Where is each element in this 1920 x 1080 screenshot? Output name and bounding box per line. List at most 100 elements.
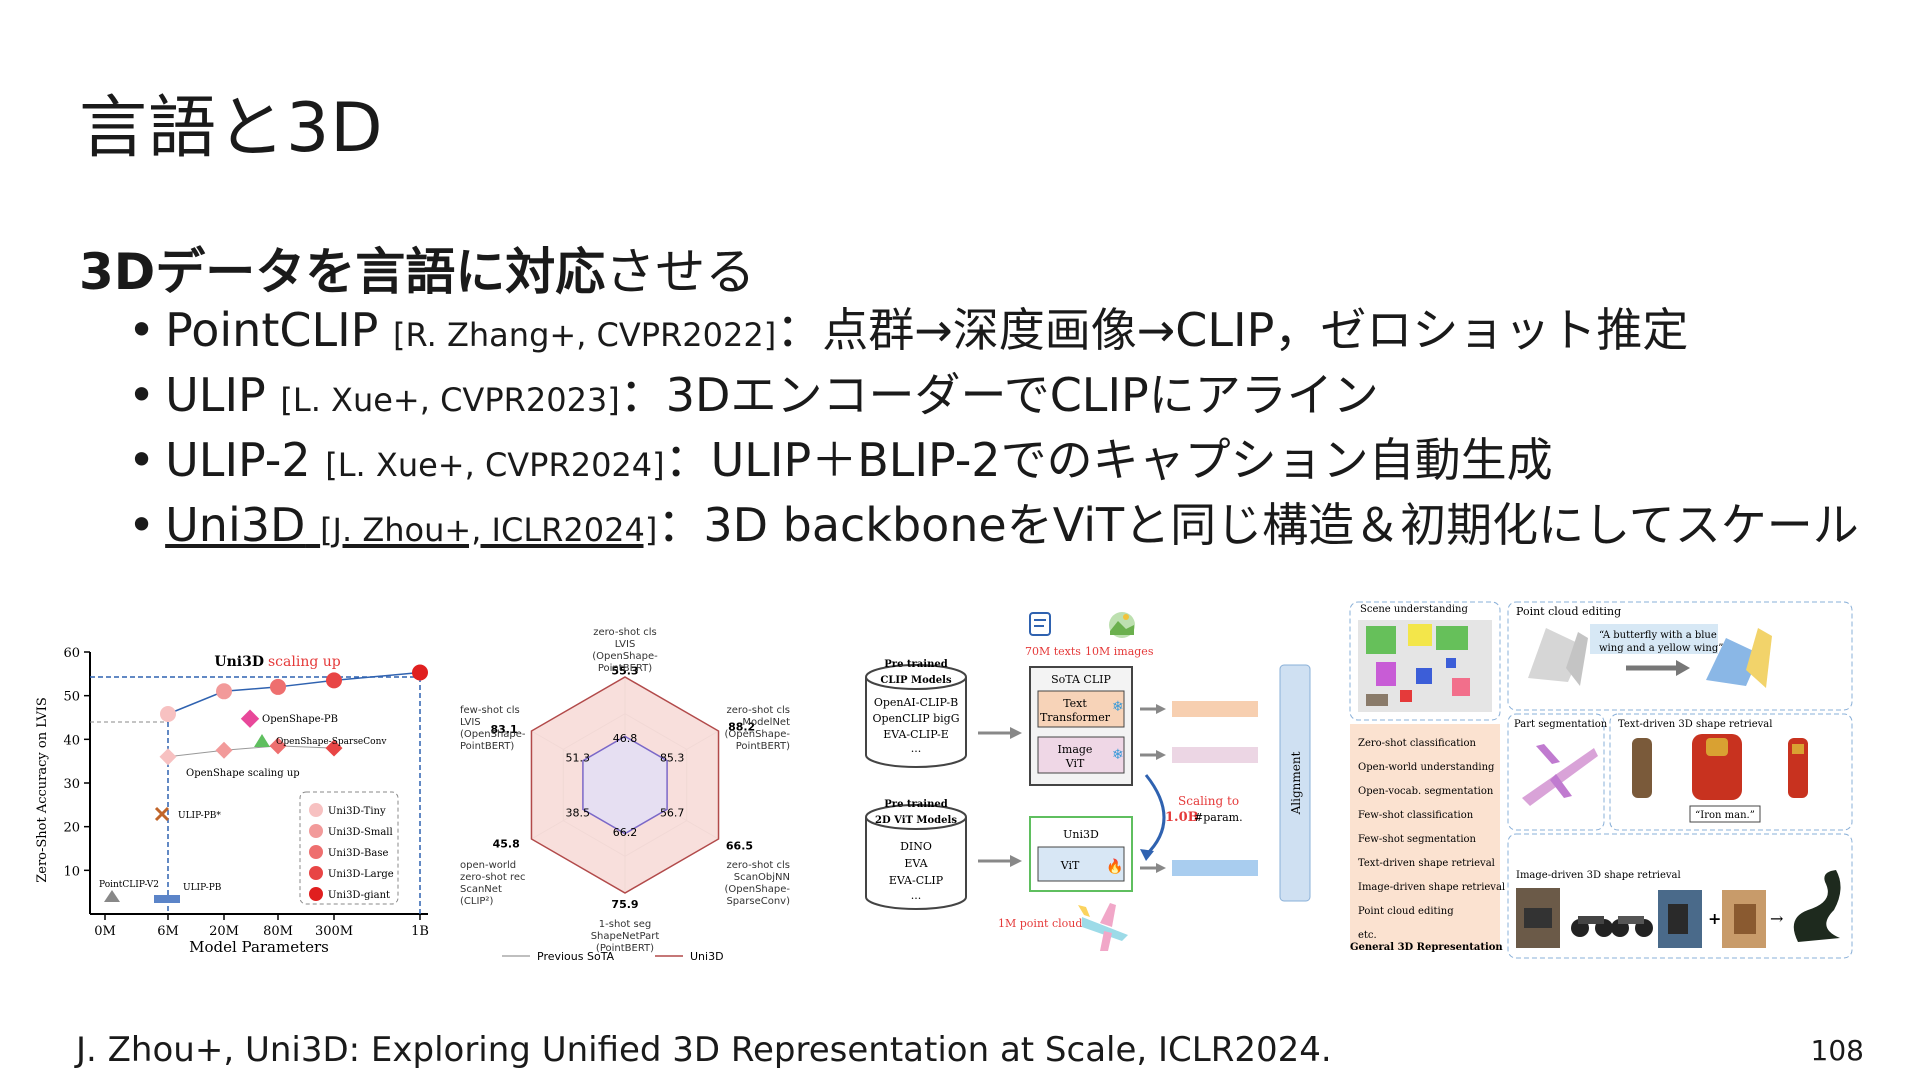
applications-panel: Scene understanding Zero-shot classifica…: [1346, 598, 1856, 964]
image-retrieval-thumbnails: + →: [1516, 870, 1841, 948]
uni3d-point: [412, 664, 428, 681]
legend-marker: [309, 845, 323, 859]
clip-db-item: OpenAI-CLIP-B: [874, 696, 958, 709]
x-tick-label: 1B: [411, 924, 429, 939]
radar-axis-label: (PointBERT): [596, 943, 654, 954]
butterfly-after: [1706, 628, 1772, 688]
openshape-sparseconv-marker: [254, 734, 270, 747]
radar-prev-value: 46.8: [613, 732, 638, 745]
clip-db-item: ...: [911, 742, 922, 755]
uni3d-point: [270, 678, 286, 695]
openshape-pb-marker: [240, 709, 260, 728]
svg-text:Image: Image: [1058, 743, 1093, 756]
radar-uni-value: 45.8: [493, 837, 520, 850]
radar-axis-label: zero-shot rec: [460, 872, 526, 883]
bullet-name: ULIP-2: [165, 433, 311, 487]
part-seg-label: Part segmentation: [1514, 719, 1608, 730]
legend-box: [299, 791, 399, 905]
bullet-ref: [R. Zhang+, CVPR2022]: [393, 316, 777, 354]
radar-prev-value: 85.3: [660, 752, 685, 765]
openshape-series-line: [167, 745, 335, 758]
previous-sota-polygon: [582, 735, 668, 835]
radar-uni-value: 83.1: [490, 723, 517, 736]
uni3d-point: [326, 672, 342, 689]
legend-marker: [309, 803, 323, 817]
uni3d-series-line: [167, 671, 421, 715]
radar-axis-label: (CLIP²): [460, 896, 493, 907]
legend: Uni3D-TinyUni3D-SmallUni3D-BaseUni3D-Lar…: [309, 803, 394, 901]
bullet-pointclip: PointCLIP [R. Zhang+, CVPR2022]：点群→深度画像→…: [130, 300, 1859, 365]
bullet-ulip: ULIP [L. Xue+, CVPR2023]：3DエンコーダーでCLIPにア…: [130, 365, 1859, 430]
task-list-box: [1350, 724, 1500, 950]
task-list-item: Text-driven shape retrieval: [1358, 858, 1495, 869]
bullet-ref: [L. Xue+, CVPR2023]: [280, 381, 620, 419]
svg-text:Text: Text: [1063, 697, 1087, 710]
ulip-pb-star-marker: [154, 806, 170, 822]
scene-label: Scene understanding: [1360, 604, 1468, 615]
architecture-diagram: 70M texts 10M images Pre trained CLIP Mo…: [860, 605, 1330, 970]
vit-db-item: DINO: [900, 840, 932, 853]
bullet-link-uni3d[interactable]: Uni3D [J. Zhou+, ICLR2024]: [165, 498, 657, 552]
y-tick-label: 40: [63, 733, 80, 748]
annot-openshape-pb: OpenShape-PB: [262, 714, 338, 725]
task-list-item: Open-vocab. segmentation: [1358, 786, 1494, 797]
point-cloud-label: 1M point cloud: [998, 917, 1082, 930]
plus-icon: +: [1708, 909, 1721, 928]
legend-marker: [309, 866, 323, 880]
svg-text:Transformer: Transformer: [1040, 711, 1111, 724]
vit-models-database: Pre trained 2D ViT Models DINO EVA EVA-C…: [865, 799, 967, 910]
x-tick-label: 80M: [263, 924, 293, 939]
texts-icon: [1029, 612, 1051, 636]
sota-clip-label: SoTA CLIP: [1051, 673, 1111, 686]
annot-openshape-sparseconv: OpenShape-SparseConv: [276, 737, 387, 747]
svg-text:2D ViT Models: 2D ViT Models: [875, 815, 957, 826]
y-tick-label: 50: [63, 690, 80, 705]
radar-axis-label: LVIS: [615, 639, 636, 650]
y-tick-label: 10: [63, 864, 80, 879]
image-vit-box: [1037, 736, 1125, 774]
y-tick-label: 20: [63, 821, 80, 836]
radar-axis-label: PointBERT): [598, 663, 652, 674]
uni3d-point: [160, 706, 176, 723]
airplane-point-cloud: [1078, 903, 1128, 951]
bullet-ulip2: ULIP-2 [L. Xue+, CVPR2024]：ULIP＋BLIP-2での…: [130, 430, 1859, 495]
y-axis-label: Zero-Shot Accuracy on LVIS: [35, 697, 50, 883]
uni3d-vit-box: [1037, 846, 1125, 882]
radar-prev-value: 56.7: [660, 806, 685, 819]
arrow-right-icon: →: [1770, 909, 1783, 928]
radar-axis-label: LVIS: [460, 717, 481, 728]
alignment-bar: [1279, 664, 1311, 902]
radar-uni-value: 66.5: [726, 839, 753, 852]
radar-axis-label: ScanObjNN: [734, 872, 790, 883]
pc-edit-label: Point cloud editing: [1516, 605, 1621, 618]
edit-arrow: [1676, 660, 1690, 676]
pointclip-v2-marker: [104, 890, 120, 902]
radar-axis-label: ScanNet: [460, 884, 502, 895]
radar-axis-label: ModelNet: [742, 717, 790, 728]
point-feature-bar: [1172, 860, 1258, 876]
radar-axis-label: (OpenShape-: [592, 651, 658, 662]
bullet-uni3d: Uni3D [J. Zhou+, ICLR2024]：3D backboneをV…: [130, 495, 1859, 560]
radar-axis-label: 1-shot seg: [599, 919, 651, 930]
clip-db-title-2: CLIP Models: [880, 675, 952, 686]
clip-models-database: Pre trained CLIP Models OpenAI-CLIP-B Op…: [865, 659, 967, 768]
ironman-prompt-box: [1689, 805, 1761, 823]
openshape-point: [159, 748, 177, 766]
annot-pointclip-v2: PointCLIP-V2: [99, 880, 159, 890]
radar-uni-value: 88.2: [728, 721, 755, 734]
radar-axis-label: few-shot cls: [460, 705, 520, 716]
citation: J. Zhou+, Uni3D: Exploring Unified 3D Re…: [76, 1030, 1332, 1070]
legend-marker: [309, 824, 323, 838]
task-list-item: Zero-shot classification: [1358, 738, 1477, 749]
ironman-prompt: “Iron man.”: [1695, 810, 1755, 821]
chart-title: Uni3D: [214, 654, 264, 670]
ironman-figures: [1632, 734, 1808, 800]
bullet-list: PointCLIP [R. Zhang+, CVPR2022]：点群→深度画像→…: [130, 300, 1859, 560]
text-feature-bar: [1172, 701, 1258, 717]
legend-label: Uni3D-Base: [328, 848, 388, 859]
airplane-segmentation: [1522, 744, 1598, 806]
radar-axis-label: PointBERT): [736, 741, 790, 752]
